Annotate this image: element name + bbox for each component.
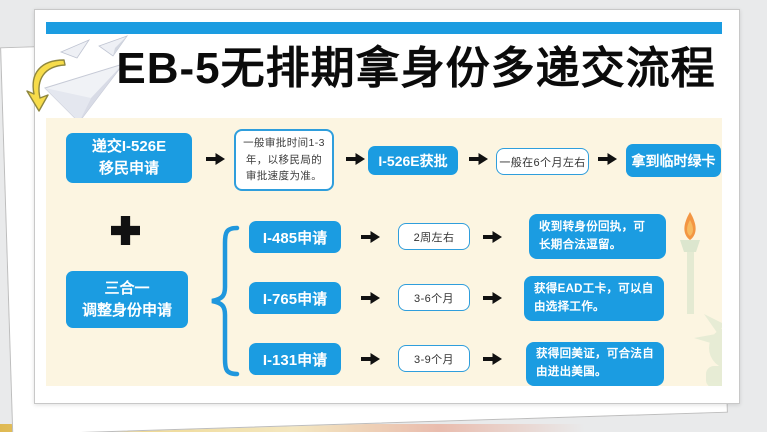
step-submit-i526e: 递交I-526E 移民申请	[66, 133, 192, 183]
arrow-right-icon	[346, 153, 365, 165]
group-three-in-one: 三合一 调整身份申请	[66, 271, 188, 328]
top-accent-bar	[46, 22, 722, 34]
branch-i485-outcome: 收到转身份回执，可长期合法逗留。	[529, 214, 666, 259]
arrow-right-icon	[361, 231, 380, 243]
step-submit-line1: 递交I-526E	[91, 138, 167, 156]
step-i526e-approved: I-526E获批	[368, 146, 458, 175]
note-approval-time: 一般审批时间1-3年，以移民局的审批速度为准。	[234, 129, 334, 191]
arrow-right-icon	[361, 353, 380, 365]
arrow-right-icon	[469, 153, 488, 165]
branch-i485-duration: 2周左右	[398, 223, 470, 250]
branch-i765-outcome: 获得EAD工卡，可以自由选择工作。	[524, 276, 664, 321]
bottom-gradient-strip	[0, 424, 585, 432]
arrow-right-icon	[361, 292, 380, 304]
arrow-right-icon	[483, 292, 502, 304]
branch-i131-outcome: 获得回美证，可合法自由进出美国。	[526, 342, 664, 386]
group-line1: 三合一	[104, 279, 150, 297]
poster-title: EB-5无排期拿身份多递交流程	[116, 44, 716, 93]
branch-i131-application: I-131申请	[249, 343, 341, 375]
curved-yellow-arrow-icon	[26, 59, 66, 112]
branch-i765-application: I-765申请	[249, 282, 341, 314]
branch-i485-application: I-485申请	[249, 221, 341, 253]
curly-brace	[211, 225, 240, 377]
flowchart-panel: 递交I-526E 移民申请 一般审批时间1-3年，以移民局的审批速度为准。 I-…	[46, 118, 722, 386]
group-line2: 调整身份申请	[81, 301, 172, 319]
branch-i131-duration: 3-9个月	[398, 345, 470, 372]
note-six-months: 一般在6个月左右	[496, 148, 589, 175]
paper-planes-icon	[44, 35, 129, 123]
step-submit-line2: 移民申请	[98, 160, 159, 177]
arrow-right-icon	[206, 153, 225, 165]
branch-i765-duration: 3-6个月	[398, 284, 470, 311]
poster-card: EB-5无排期拿身份多递交流程 递交I-526E	[34, 9, 740, 404]
arrow-right-icon	[598, 153, 617, 165]
plus-icon	[111, 216, 140, 245]
step-temp-green-card: 拿到临时绿卡	[626, 144, 721, 177]
arrow-right-icon	[483, 231, 502, 243]
arrow-right-icon	[483, 353, 502, 365]
